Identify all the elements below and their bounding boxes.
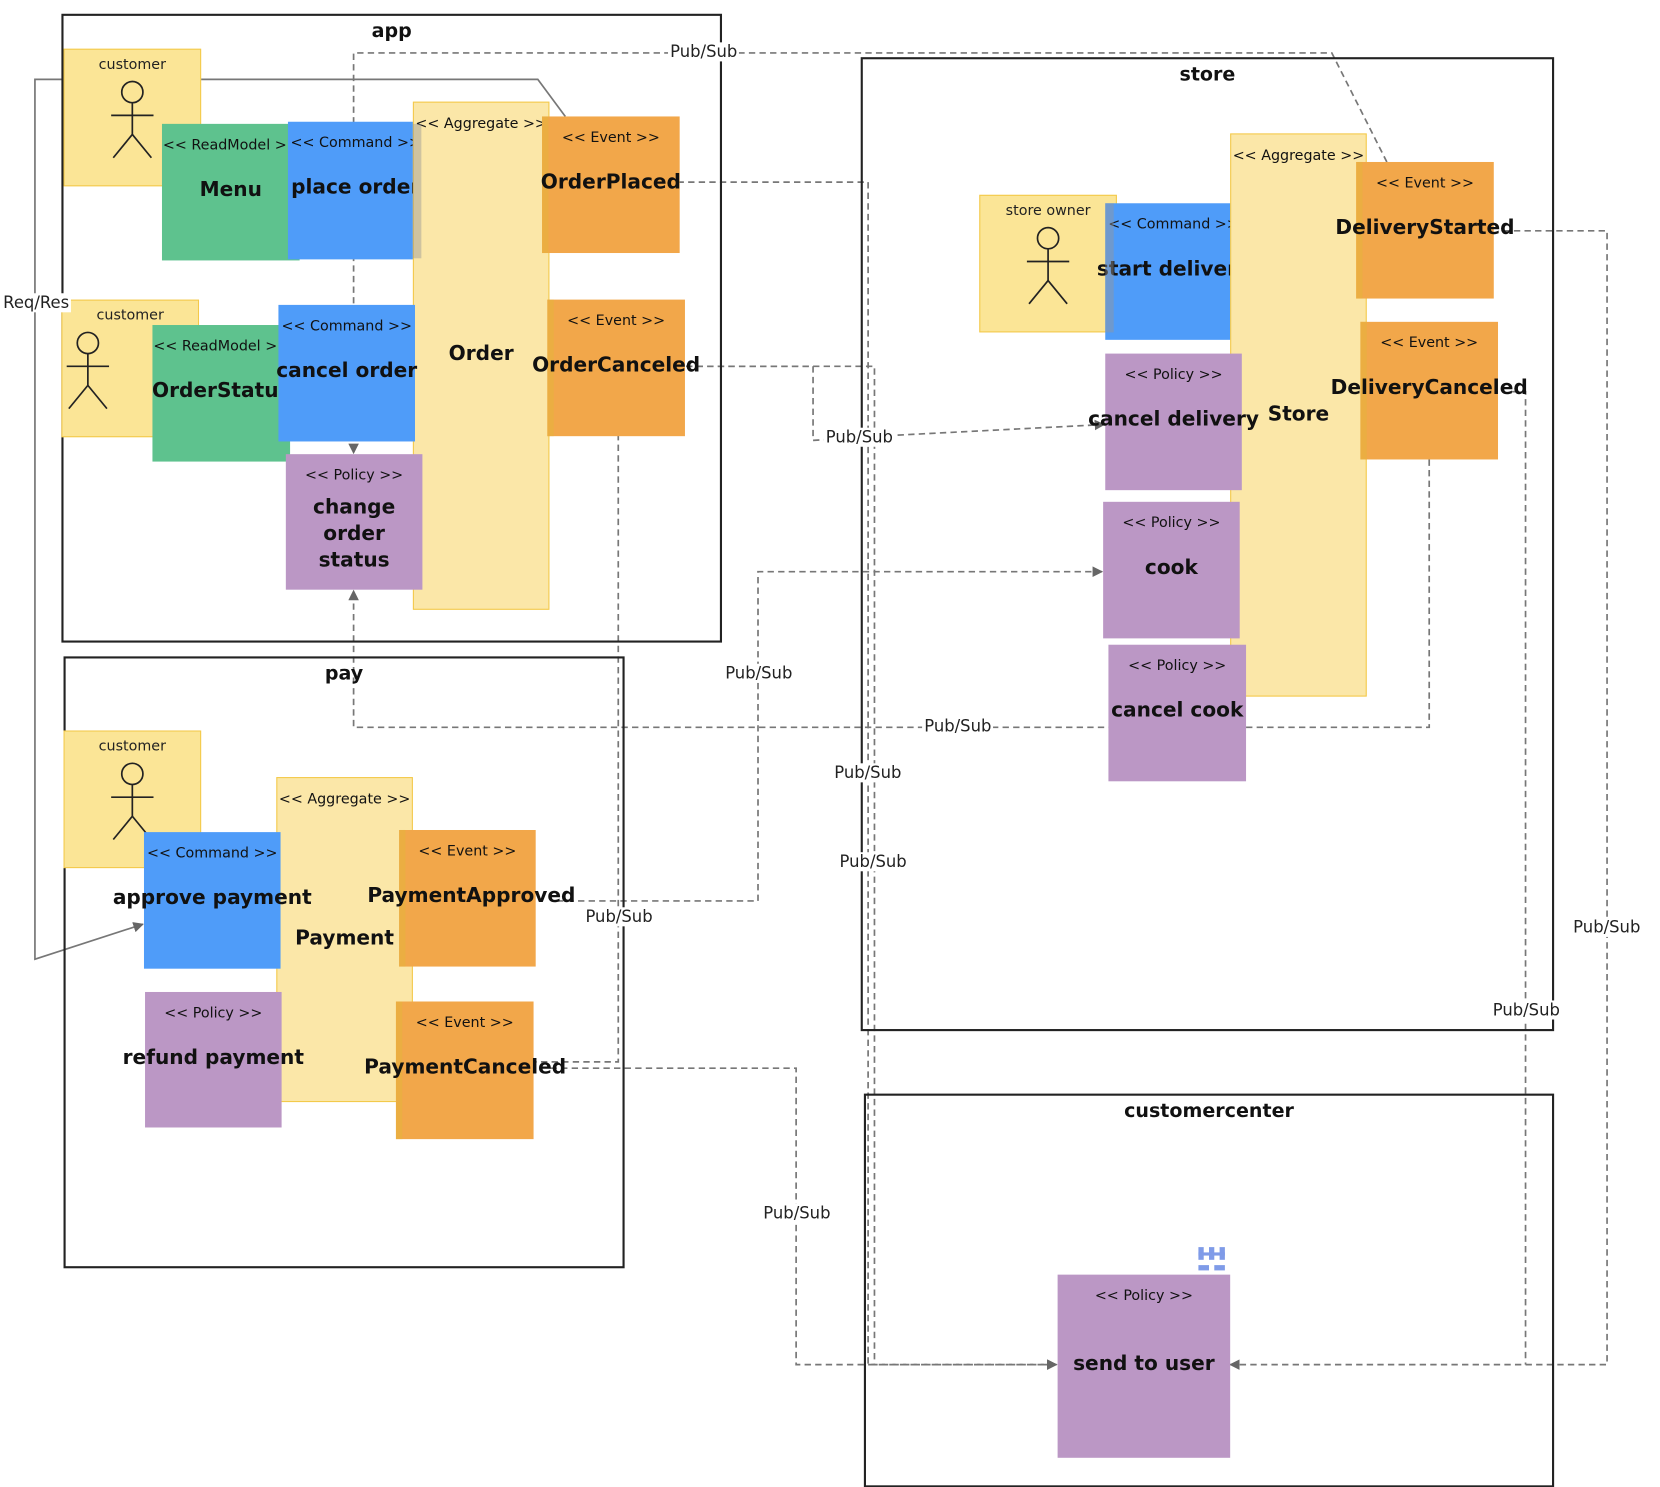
stereotype-aggregate: << Aggregate >> — [278, 790, 411, 808]
link-label[interactable]: Req/Res — [1, 293, 72, 313]
stereotype-aggregate: << Aggregate >> — [415, 115, 547, 133]
sticky-name: place order — [291, 175, 421, 200]
context-title-store: store — [1179, 63, 1236, 86]
stereotype-policy: << Policy >> — [1128, 657, 1227, 675]
sticky-name: PaymentApproved — [367, 883, 576, 908]
event-delivery-canceled[interactable]: << Event >> DeliveryCanceled — [1331, 321, 1528, 460]
bounded-context-store[interactable]: store — [860, 57, 1555, 1032]
link-reqres — [34, 78, 567, 961]
link-label[interactable]: Pub/Sub — [583, 907, 655, 927]
link-label[interactable]: Pub/Sub — [1490, 1000, 1563, 1020]
stereotype-policy: << Policy >> — [1094, 1287, 1193, 1305]
context-title-customercenter: customercenter — [1124, 1099, 1294, 1123]
stereotype-command: << Command >> — [281, 317, 412, 335]
sticky-name: approve payment — [112, 886, 312, 910]
actor-customer-order[interactable]: customer — [63, 48, 202, 187]
sticky-name: DeliveryStarted — [1335, 215, 1515, 240]
sticky-name: OrderPlaced — [540, 170, 681, 194]
sticky-name: Menu — [199, 177, 262, 202]
stereotype-policy: << Policy >> — [305, 466, 404, 484]
actor-label: store owner — [1005, 202, 1091, 220]
actor-icon — [1026, 226, 1070, 305]
link-deliverystarted-sendtouser — [1229, 229, 1608, 1370]
context-title-app: app — [371, 20, 412, 43]
bounded-context-pay[interactable]: pay — [63, 656, 625, 1269]
sticky-name: DeliveryCanceled — [1330, 375, 1528, 400]
policy-send-to-user[interactable]: << Policy >> send to user — [1057, 1274, 1231, 1458]
link-deliverycanceled-changestatus — [348, 459, 1431, 729]
stereotype-command: << Command >> — [1108, 215, 1239, 233]
sticky-name: cancel delivery — [1088, 407, 1259, 431]
policy-refund-payment[interactable]: << Policy >> refund payment — [123, 991, 304, 1128]
stereotype-readmodel: << ReadModel >> — [162, 136, 299, 154]
sticky-name: refund payment — [122, 1045, 305, 1070]
context-title-pay: pay — [324, 662, 364, 685]
readmodel-order-status[interactable]: << ReadModel >> OrderStatus — [152, 325, 291, 462]
policy-change-order-status[interactable]: << Policy >> change order status — [285, 454, 423, 590]
sticky-name: Payment — [295, 926, 395, 950]
actor-icon — [111, 762, 154, 841]
command-cancel-order[interactable]: << Command >> cancel order — [276, 304, 417, 442]
actor-icon — [66, 331, 110, 410]
stereotype-policy: << Policy >> — [1122, 514, 1221, 532]
command-start-delivery[interactable]: << Command >> start delivery — [1097, 203, 1250, 340]
hierarchy-icon[interactable] — [1196, 1244, 1228, 1276]
stereotype-event: << Event >> — [418, 842, 517, 860]
sticky-name: OrderCanceled — [532, 353, 701, 377]
link-label[interactable]: Pub/Sub — [837, 852, 909, 872]
link-label[interactable]: Pub/Sub — [832, 763, 904, 783]
stereotype-command: << Command >> — [290, 134, 421, 152]
stereotype-policy: << Policy >> — [1124, 366, 1223, 384]
actor-label: customer — [98, 56, 166, 74]
sticky-name: change order status — [313, 495, 396, 572]
readmodel-menu[interactable]: << ReadModel >> Menu — [161, 123, 300, 261]
stereotype-aggregate: << Aggregate >> — [1232, 147, 1365, 165]
link-orderplaced-sendtouser — [677, 181, 1058, 1370]
link-deliverycanceled-sendtouser — [1511, 390, 1527, 1365]
event-payment-canceled[interactable]: << Event >> PaymentCanceled — [364, 1001, 566, 1140]
aggregate-store[interactable]: << Aggregate >> Store — [1230, 133, 1367, 697]
link-label[interactable]: Pub/Sub — [761, 1203, 833, 1223]
event-payment-approved[interactable]: << Event >> PaymentApproved — [367, 829, 575, 967]
policy-cook[interactable]: << Policy >> cook — [1103, 501, 1240, 639]
actor-store-owner[interactable]: store owner — [979, 194, 1117, 333]
link-label[interactable]: Pub/Sub — [668, 42, 740, 62]
event-order-canceled[interactable]: << Event >> OrderCanceled — [532, 299, 700, 437]
sticky-name: Order — [448, 341, 514, 366]
policy-cancel-delivery[interactable]: << Policy >> cancel delivery — [1088, 353, 1259, 491]
sticky-name: PaymentCanceled — [364, 1055, 567, 1079]
link-label[interactable]: Pub/Sub — [823, 427, 896, 447]
stereotype-event: << Event >> — [415, 1014, 514, 1032]
sticky-name: cancel order — [276, 358, 418, 383]
policy-cancel-cook[interactable]: << Policy >> cancel cook — [1108, 644, 1247, 782]
stereotype-command: << Command >> — [147, 844, 278, 862]
stereotype-policy: << Policy >> — [164, 1004, 263, 1022]
sticky-edge — [412, 123, 422, 259]
actor-icon — [111, 80, 154, 159]
link-label[interactable]: Pub/Sub — [723, 663, 795, 683]
sticky-name: cook — [1144, 555, 1198, 580]
sticky-name: OrderStatus — [151, 379, 291, 403]
command-place-order[interactable]: << Command >> place order — [287, 121, 424, 260]
actor-label: customer — [98, 737, 166, 755]
sticky-edge — [1105, 203, 1114, 333]
link-label[interactable]: Pub/Sub — [922, 716, 994, 736]
sticky-name: Store — [1267, 402, 1330, 426]
event-delivery-started[interactable]: << Event >> DeliveryStarted — [1335, 161, 1515, 299]
stereotype-readmodel: << ReadModel >> — [153, 337, 290, 355]
command-approve-payment[interactable]: << Command >> approve payment — [113, 832, 312, 969]
sticky-name: cancel cook — [1111, 698, 1244, 723]
stereotype-event: << Event >> — [567, 312, 666, 330]
sticky-name: start delivery — [1096, 257, 1251, 281]
link-paymentapproved-cook — [556, 566, 1104, 902]
link-label[interactable]: Pub/Sub — [1571, 917, 1643, 937]
stereotype-event: << Event >> — [561, 129, 660, 147]
actor-label: customer — [96, 307, 164, 324]
stereotype-event: << Event >> — [1380, 334, 1479, 352]
sticky-name: send to user — [1073, 1351, 1215, 1376]
event-order-placed[interactable]: << Event >> OrderPlaced — [541, 116, 681, 254]
stereotype-event: << Event >> — [1375, 174, 1474, 192]
